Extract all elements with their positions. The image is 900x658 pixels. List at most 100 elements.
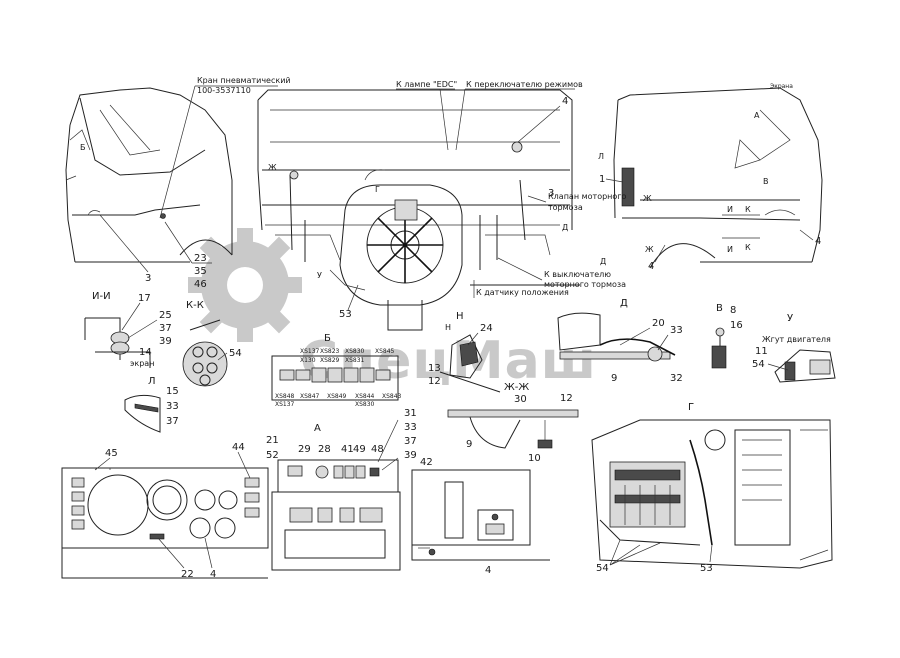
callout-4-dash: 4 [210, 569, 216, 580]
conn-xs843: XS843 [382, 393, 402, 400]
callout-32: 32 [670, 373, 683, 384]
conn-xs844: XS844 [355, 393, 375, 400]
callout-54-kk: 54 [229, 348, 242, 359]
view-letter-l-right: Л [598, 152, 604, 161]
section-label-kk: К-К [186, 300, 204, 311]
conn-xs823: XS823 [320, 348, 340, 355]
section-a-panel: А 31 33 37 39 42 29 28 41 49 48 21 52 [266, 408, 433, 571]
section-label-l: Л [148, 376, 156, 387]
callout-39-a: 39 [404, 450, 417, 461]
callout-33-l: 33 [166, 401, 179, 412]
annotation-mode-switch: К переключателю режимов [466, 80, 583, 89]
callout-46: 46 [194, 279, 207, 290]
annotation-position-sensor: К датчику положения [476, 288, 569, 297]
right-cab-view [613, 87, 823, 269]
view-letter-zh-right: Ж [643, 194, 652, 203]
callout-25: 25 [159, 310, 172, 321]
conn-xs137: XS137 [300, 348, 320, 355]
section-l: Л 15 33 37 [124, 376, 179, 433]
section-v: В 8 16 [711, 303, 743, 369]
view-letter-i-right-1: И [727, 205, 733, 214]
view-letter-n-mid: Н [445, 323, 451, 332]
annotation-valve-code: 100-3537110 [197, 86, 251, 95]
section-u: У Жгут двигателя 11 54 [752, 313, 836, 383]
callout-54-engine: 54 [596, 563, 609, 574]
conn-xs830: XS830 [345, 348, 365, 355]
view-letter-i-right-2: И [727, 245, 733, 254]
annotation-brake-valve-1: Клапан моторного [548, 192, 626, 201]
callout-30: 30 [514, 394, 527, 405]
view-letter-k-right-1: К [745, 205, 751, 214]
annotation-edc-lamp: К лампе "EDC" [396, 80, 457, 89]
callout-8: 8 [730, 305, 736, 316]
callout-45: 45 [105, 448, 118, 459]
callout-42: 42 [420, 457, 433, 468]
callout-4-right-a: 4 [815, 236, 821, 247]
callout-24: 24 [480, 323, 493, 334]
section-n: Н 24 13 12 [428, 311, 501, 393]
callout-22: 22 [181, 569, 194, 580]
view-letter-v-right: В [763, 177, 769, 186]
callout-23: 23 [194, 253, 207, 264]
callout-12-zhzh: 12 [560, 393, 573, 404]
view-letter-b-cab: Б [80, 143, 86, 152]
view-letter-u-mid: У [317, 271, 322, 280]
callout-33-a: 33 [404, 422, 417, 433]
conn-xs848: XS848 [275, 393, 295, 400]
callout-37-l: 37 [166, 416, 179, 427]
callout-37-a: 37 [404, 436, 417, 447]
callout-3-left: 3 [145, 273, 151, 284]
callout-13-n: 13 [428, 363, 441, 374]
callout-15: 15 [166, 386, 179, 397]
view-letter-k-right-2: К [745, 243, 751, 252]
section-label-d: Д [620, 298, 628, 309]
section-g-engine-bay: Г 54 53 [591, 402, 833, 574]
section-label-u: У [787, 313, 793, 324]
callout-11: 11 [755, 346, 768, 357]
annotation-valve: Кран пневматический [197, 76, 291, 85]
callout-3-centre: 3 [548, 188, 554, 199]
view-letter-d-mid: Д [562, 223, 568, 232]
section-label-ii: И-И [92, 291, 111, 302]
left-cab-view [65, 87, 233, 263]
view-letter-zh-right-2: Ж [645, 245, 654, 254]
annotation-brake-switch-1: К выключателю [544, 270, 611, 279]
callout-4-right-b: 4 [648, 261, 654, 272]
callout-14: 14 [139, 347, 152, 358]
callout-52: 52 [266, 450, 279, 461]
callout-4-box: 4 [485, 565, 491, 576]
section-zhzh: Ж-Ж 30 12 9 10 [447, 382, 579, 464]
callout-44: 44 [232, 442, 245, 453]
callout-31: 31 [404, 408, 417, 419]
electrical-box-view: 4 [411, 469, 550, 576]
callout-54-u: 54 [752, 359, 765, 370]
conn-xs849: XS849 [327, 393, 347, 400]
conn-xs845: XS845 [375, 348, 395, 355]
callout-29: 29 [298, 444, 311, 455]
callout-4-centre: 4 [562, 96, 568, 107]
callout-1: 1 [599, 174, 605, 185]
callout-39-ii: 39 [159, 336, 172, 347]
callout-9-zhzh: 9 [466, 439, 472, 450]
callout-21: 21 [266, 435, 279, 446]
conn-xs137b: XS137 [275, 401, 295, 408]
section-label-n: Н [456, 311, 464, 322]
callout-48: 48 [371, 444, 384, 455]
section-label-zhzh: Ж-Ж [504, 382, 529, 393]
annotation-engine-harness: Жгут двигателя [762, 335, 831, 344]
annotation-brake-switch-2: моторного тормоза [544, 280, 626, 289]
conn-x130: X130 [300, 357, 316, 364]
callout-49: 49 [353, 444, 366, 455]
callout-33-d: 33 [670, 325, 683, 336]
callout-35: 35 [194, 266, 207, 277]
view-letter-a-right: А [754, 111, 760, 120]
dashboard-view: 45 44 22 4 [61, 442, 269, 580]
conn-xs847: XS847 [300, 393, 320, 400]
callout-12-n: 12 [428, 376, 441, 387]
view-letter-zh-left: Ж [268, 163, 277, 172]
view-letter-g-mid: Г [375, 185, 380, 194]
callout-41: 41 [341, 444, 354, 455]
section-label-g: Г [688, 402, 694, 413]
section-label-a: А [314, 423, 321, 434]
